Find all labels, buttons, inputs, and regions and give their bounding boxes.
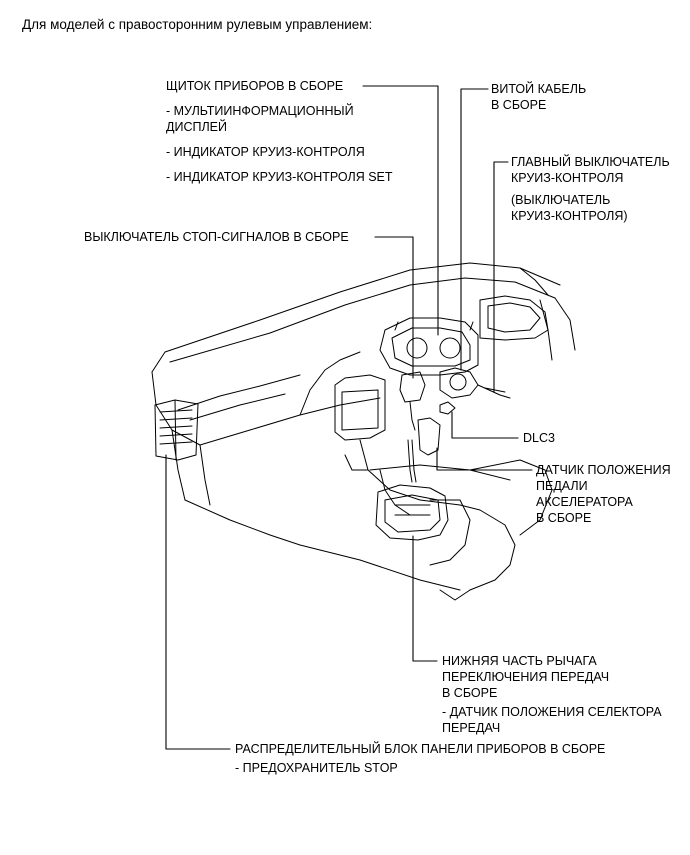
page-title: Для моделей с правосторонним рулевым упр…: [22, 17, 373, 32]
shift-lever-label-2: ПЕРЕКЛЮЧЕНИЯ ПЕРЕДАЧ: [442, 670, 610, 684]
shift-lever-assembly: [375, 439, 449, 541]
main-switch-label-3: (ВЫКЛЮЧАТЕЛЬ: [511, 193, 611, 207]
pedal-sensor-label-2: ПЕДАЛИ: [536, 479, 588, 493]
instrument-cluster: [379, 317, 479, 376]
pedal-sensor-label-3: АКСЕЛЕРАТОРА: [536, 495, 633, 509]
center-console: [299, 374, 553, 601]
main-switch-label-1: ГЛАВНЫЙ ВЫКЛЮЧАТЕЛЬ: [511, 155, 670, 169]
spiral-cable-label-1: ВИТОЙ КАБЕЛЬ: [491, 82, 587, 96]
cluster-label-cruise-indicator: - ИНДИКАТОР КРУИЗ-КОНТРОЛЯ: [166, 145, 365, 159]
shift-lever-label-4: - ДАТЧИК ПОЛОЖЕНИЯ СЕЛЕКТОРА: [442, 705, 662, 719]
cluster-label-mid: - МУЛЬТИИНФОРМАЦИОННЫЙ: [166, 104, 354, 118]
cluster-label-title: ЩИТОК ПРИБОРОВ В СБОРЕ: [166, 79, 344, 93]
cluster-label-cruise-set: - ИНДИКАТОР КРУИЗ-КОНТРОЛЯ SET: [166, 170, 393, 184]
shift-lever-label-3: В СБОРЕ: [442, 686, 498, 700]
steering-column: [439, 367, 511, 415]
pedal-sensor-label-4: В СБОРЕ: [536, 511, 592, 525]
leader-lines: [165, 85, 533, 750]
pedal-bracket: [399, 371, 441, 456]
shift-lever-label-1: НИЖНЯЯ ЧАСТЬ РЫЧАГА: [442, 654, 597, 668]
shift-lever-label-5: ПЕРЕДАЧ: [442, 721, 501, 735]
junction-block-label-2: - ПРЕДОХРАНИТЕЛЬ STOP: [235, 761, 398, 775]
dlc3-label: DLC3: [523, 431, 555, 445]
main-switch-label-2: КРУИЗ-КОНТРОЛЯ: [511, 171, 624, 185]
spiral-cable-label-2: В СБОРЕ: [491, 98, 547, 112]
pedal-sensor-label-1: ДАТЧИК ПОЛОЖЕНИЯ: [536, 463, 671, 477]
main-switch-label-4: КРУИЗ-КОНТРОЛЯ): [511, 209, 628, 223]
stop-switch-label: ВЫКЛЮЧАТЕЛЬ СТОП-СИГНАЛОВ В СБОРЕ: [84, 230, 349, 244]
dashboard-outline: [151, 262, 576, 546]
junction-block: [154, 399, 199, 461]
cluster-label-display: ДИСПЛЕЙ: [166, 120, 227, 134]
junction-block-label-1: РАСПРЕДЕЛИТЕЛЬНЫЙ БЛОК ПАНЕЛИ ПРИБОРОВ В…: [235, 742, 606, 756]
